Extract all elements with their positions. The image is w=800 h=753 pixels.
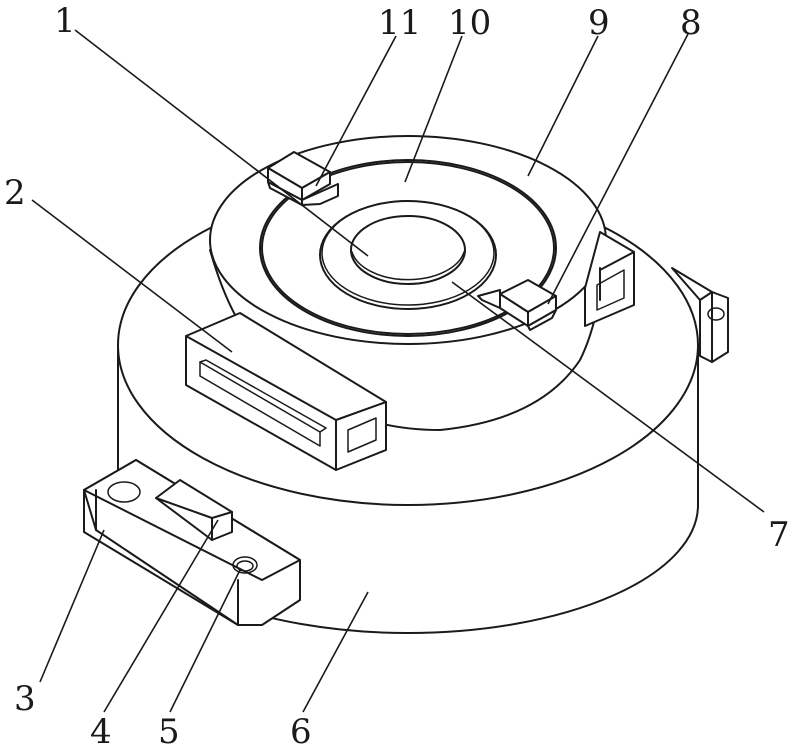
top-rings	[259, 159, 557, 337]
callout-8: 8	[680, 3, 702, 43]
side-port	[584, 231, 635, 327]
front-port	[185, 312, 387, 471]
callout-6: 6	[290, 712, 312, 752]
callout-4: 4	[90, 712, 112, 752]
callout-1: 1	[54, 1, 76, 41]
leader-lines	[31, 29, 765, 713]
callout-labels: 1 2 3 4 5 6 7 8 9 10 11	[4, 1, 790, 752]
callout-11: 11	[378, 3, 421, 43]
callout-7: 7	[768, 515, 790, 555]
callout-9: 9	[588, 3, 610, 43]
callout-3: 3	[14, 679, 36, 719]
callout-2: 2	[4, 173, 26, 213]
callout-5: 5	[158, 712, 180, 752]
rear-mounting-lug	[671, 267, 729, 363]
callout-10: 10	[448, 3, 491, 43]
wedge-block	[155, 479, 233, 541]
